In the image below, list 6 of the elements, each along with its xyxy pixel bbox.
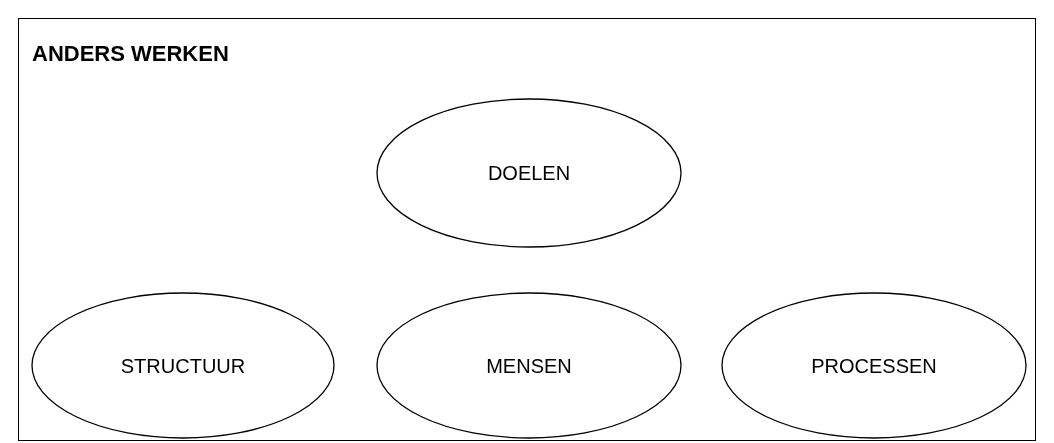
ellipse-label: MENSEN — [486, 354, 572, 377]
panel-heading: ANDERS WERKEN — [32, 41, 229, 67]
ellipse-label: PROCESSEN — [811, 354, 937, 377]
ellipse-label: DOELEN — [487, 161, 571, 185]
panel-box — [18, 18, 1036, 441]
ellipse-label: STRUCTUUR — [120, 354, 246, 377]
